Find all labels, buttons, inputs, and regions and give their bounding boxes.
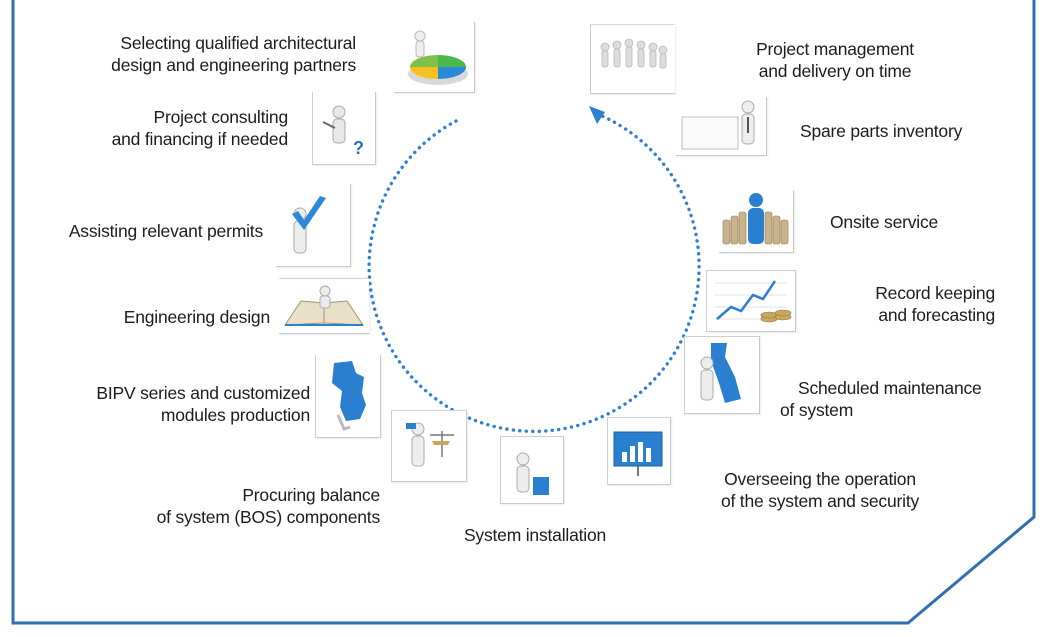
step-procuring-label: Procuring balance of system (BOS) compon… bbox=[156, 485, 381, 527]
team-circle-icon bbox=[590, 24, 675, 94]
step-partners-label: Selecting qualified architectural design… bbox=[111, 33, 356, 75]
scales-figure-icon bbox=[391, 410, 467, 482]
figure-with-box-icon bbox=[500, 436, 564, 504]
step-spare-label: Spare parts inventory bbox=[800, 121, 963, 141]
puzzle-figure-icon bbox=[315, 355, 381, 438]
cycle-arrowhead bbox=[589, 106, 605, 124]
question-figure-icon: ? bbox=[312, 92, 376, 165]
step-maintenance-label: Scheduled maintenance of system bbox=[780, 378, 982, 420]
open-book-figure-icon bbox=[279, 278, 369, 334]
monitor-chart-icon bbox=[607, 417, 671, 485]
step-design-label: Engineering design bbox=[123, 307, 270, 327]
step-management-label: Project management and delivery on time bbox=[756, 39, 914, 81]
tool-figure-icon bbox=[684, 336, 760, 414]
presentation-board-icon bbox=[676, 97, 767, 156]
step-overseeing-label: Overseeing the operation of the system a… bbox=[720, 469, 920, 511]
step-onsite-label: Onsite service bbox=[830, 212, 939, 232]
team-leader-icon bbox=[719, 190, 794, 253]
checkmark-figure-icon bbox=[276, 184, 351, 267]
step-production-label: BIPV series and customized modules produ… bbox=[96, 383, 310, 425]
svg-text:?: ? bbox=[353, 138, 364, 158]
step-permits-label: Assisting relevant permits bbox=[68, 221, 263, 241]
step-records-label: Record keeping and forecasting bbox=[875, 283, 995, 325]
step-consulting-label: Project consulting and financing if need… bbox=[111, 107, 289, 149]
step-installation-label: System installation bbox=[463, 525, 607, 545]
pie-chart-figure-icon bbox=[394, 22, 475, 93]
growth-chart-icon bbox=[706, 270, 796, 332]
